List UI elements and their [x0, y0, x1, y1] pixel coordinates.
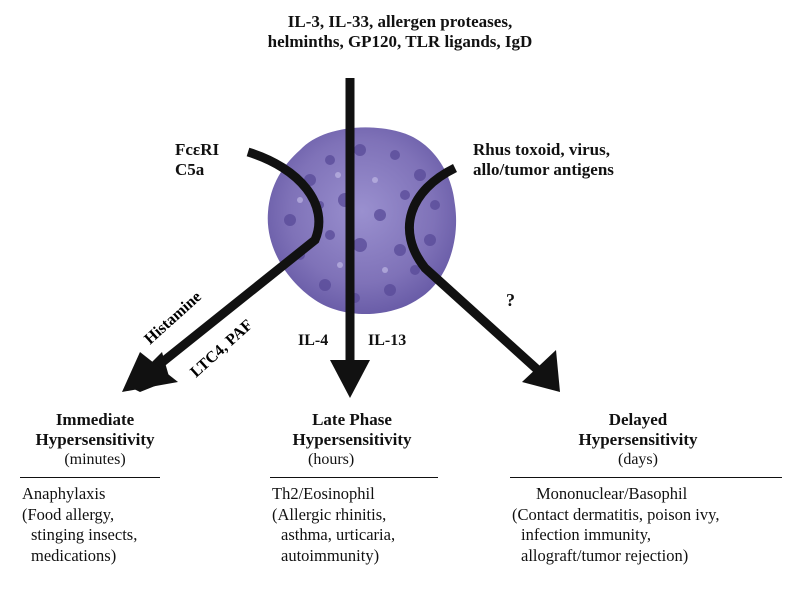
immediate-example-1: (Food allergy, — [22, 504, 115, 524]
top-input-line-1: IL-3, IL-33, allergen proteases, — [287, 12, 513, 31]
il4-label: IL-4 — [298, 332, 329, 349]
top-input-line-2: helminths, GP120, TLR ligands, IgD — [267, 32, 533, 52]
immediate-time: (minutes) — [64, 450, 126, 468]
late-phase-example-2: asthma, urticaria, — [281, 525, 396, 545]
late-phase-divider — [270, 477, 438, 478]
il13-label: IL-13 — [368, 332, 407, 349]
immediate-details: Anaphylaxis (Food allergy, stinging inse… — [22, 484, 137, 567]
delayed-example-2: infection immunity, — [521, 525, 651, 545]
late-phase-example-1: (Allergic rhinitis, — [272, 504, 387, 524]
unknown-mediator-label: ? — [506, 290, 515, 310]
delayed-time: (days) — [618, 450, 658, 468]
delayed-mechanism: Mononuclear/Basophil — [536, 484, 688, 503]
right-inputs: Rhus toxoid, virus, allo/tumor antigens — [473, 140, 614, 180]
late-phase-title-line-1: Late Phase — [312, 410, 392, 429]
delayed-title-line-2: Hypersensitivity — [578, 430, 698, 450]
basophil-cell-image — [267, 127, 457, 315]
delayed-title-line-1: Delayed — [608, 410, 668, 429]
delayed-example-1: (Contact dermatitis, poison ivy, — [512, 504, 720, 524]
late-phase-details: Th2/Eosinophil (Allergic rhinitis, asthm… — [272, 484, 395, 567]
immediate-example-2: stinging insects, — [31, 525, 138, 545]
right-input-line-1: Rhus toxoid, virus, — [473, 140, 610, 159]
delayed-divider — [510, 477, 782, 478]
immediate-example-3: medications) — [31, 545, 117, 565]
center-arrow-head — [330, 360, 370, 398]
delayed-title-block: Delayed Hypersensitivity (days) — [548, 410, 728, 470]
right-arrow-shaft — [404, 163, 544, 376]
late-phase-time: (hours) — [308, 450, 355, 468]
late-phase-example-3: autoimmunity) — [281, 545, 380, 565]
delayed-example-3: allograft/tumor rejection) — [521, 545, 689, 565]
left-input-c5a: C5a — [175, 160, 205, 180]
late-phase-title-block: Late Phase Hypersensitivity (hours) — [262, 410, 442, 470]
immediate-title-block: Immediate Hypersensitivity (minutes) — [10, 410, 180, 470]
top-inputs: IL-3, IL-33, allergen proteases, helmint… — [200, 12, 600, 52]
left-arrow-shaft — [147, 147, 324, 376]
ltc4-paf-label: LTC4, PAF — [187, 316, 256, 381]
immediate-title-line-1: Immediate — [55, 410, 135, 429]
left-arrow-tip — [122, 352, 178, 392]
delayed-details: Mononuclear/Basophil (Contact dermatitis… — [512, 484, 719, 567]
immediate-divider — [20, 477, 160, 478]
left-inputs: FcεRI C5a — [175, 140, 219, 180]
late-phase-mechanism: Th2/Eosinophil — [272, 484, 375, 503]
late-phase-title-line-2: Hypersensitivity — [292, 430, 412, 450]
right-input-line-2: allo/tumor antigens — [473, 160, 614, 180]
left-input-fceri: FcεRI — [175, 140, 220, 159]
immediate-mechanism: Anaphylaxis — [22, 484, 106, 503]
right-arrow-head — [522, 350, 560, 392]
immediate-title-line-2: Hypersensitivity — [35, 430, 155, 450]
